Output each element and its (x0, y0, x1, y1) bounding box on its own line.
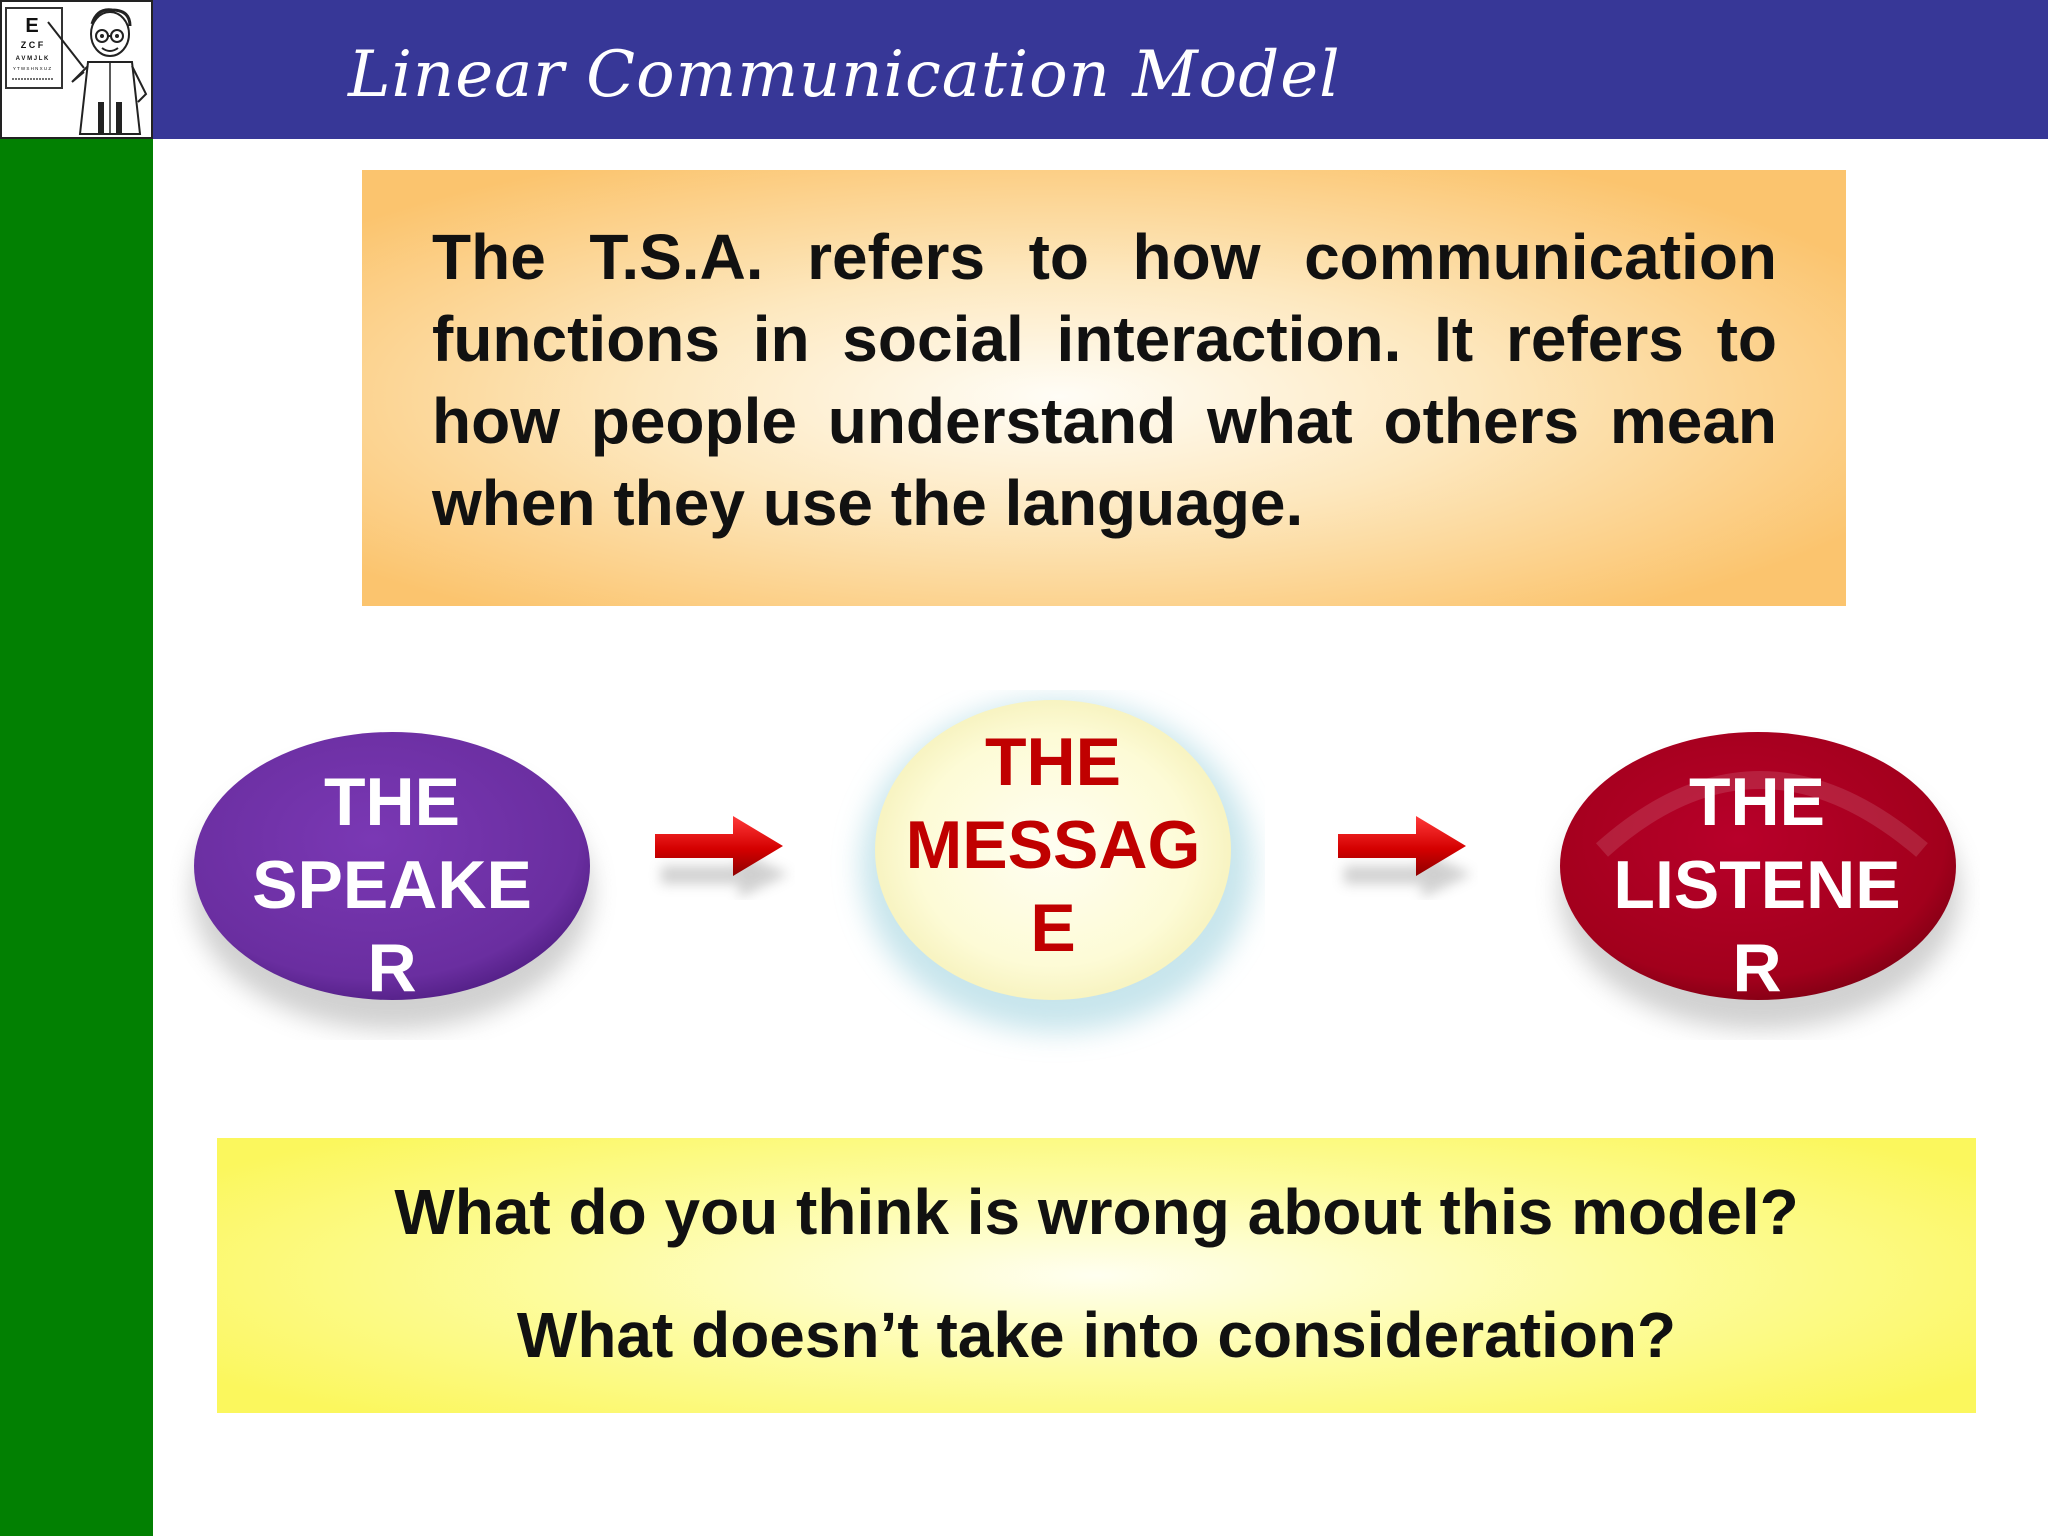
svg-text:A V M J L K: A V M J L K (16, 56, 49, 62)
question-2: What doesn’t take into consideration? (516, 1299, 1677, 1371)
side-bar (0, 139, 153, 1536)
speaker-ellipse (192, 732, 592, 1030)
message-line-1: THE (985, 723, 1121, 800)
slide-title: Linear Communication Model (348, 38, 1341, 112)
message-line-2: MESSAG (905, 806, 1201, 883)
listener-line-3: R (1732, 929, 1782, 1006)
definition-text: The T.S.A. refers to how communication f… (432, 221, 1777, 539)
speaker-line-2: SPEAKE (252, 846, 532, 923)
listener-line-1: THE (1688, 763, 1825, 840)
listener-ellipse (1560, 732, 1960, 1030)
arrow-right-icon (655, 816, 789, 898)
svg-text:Z C F: Z C F (21, 40, 44, 50)
logo: E Z C F A V M J L K Y T W S H N X U Z (0, 0, 153, 139)
questions-box: What do you think is wrong about this mo… (217, 1138, 1976, 1413)
listener-label: THE LISTENE R (1555, 760, 1959, 1010)
arrow-right-icon (1338, 816, 1472, 898)
speaker-label: THE SPEAKE R (170, 760, 614, 1010)
question-1: What do you think is wrong about this mo… (394, 1176, 1799, 1248)
speaker-line-1: THE (323, 763, 460, 840)
speaker-line-3: R (367, 929, 417, 1006)
definition-box: The T.S.A. refers to how communication f… (362, 170, 1846, 606)
svg-text:E: E (25, 15, 38, 37)
header-bar (0, 0, 2048, 139)
message-label: THE MESSAG E (853, 720, 1253, 970)
eye-chart-doctor-icon: E Z C F A V M J L K Y T W S H N X U Z (5, 7, 148, 135)
message-line-3: E (1030, 889, 1076, 966)
svg-text:Y T W S H N X U Z: Y T W S H N X U Z (13, 66, 52, 71)
message-ellipse (861, 700, 1253, 1032)
listener-line-2: LISTENE (1613, 846, 1901, 923)
